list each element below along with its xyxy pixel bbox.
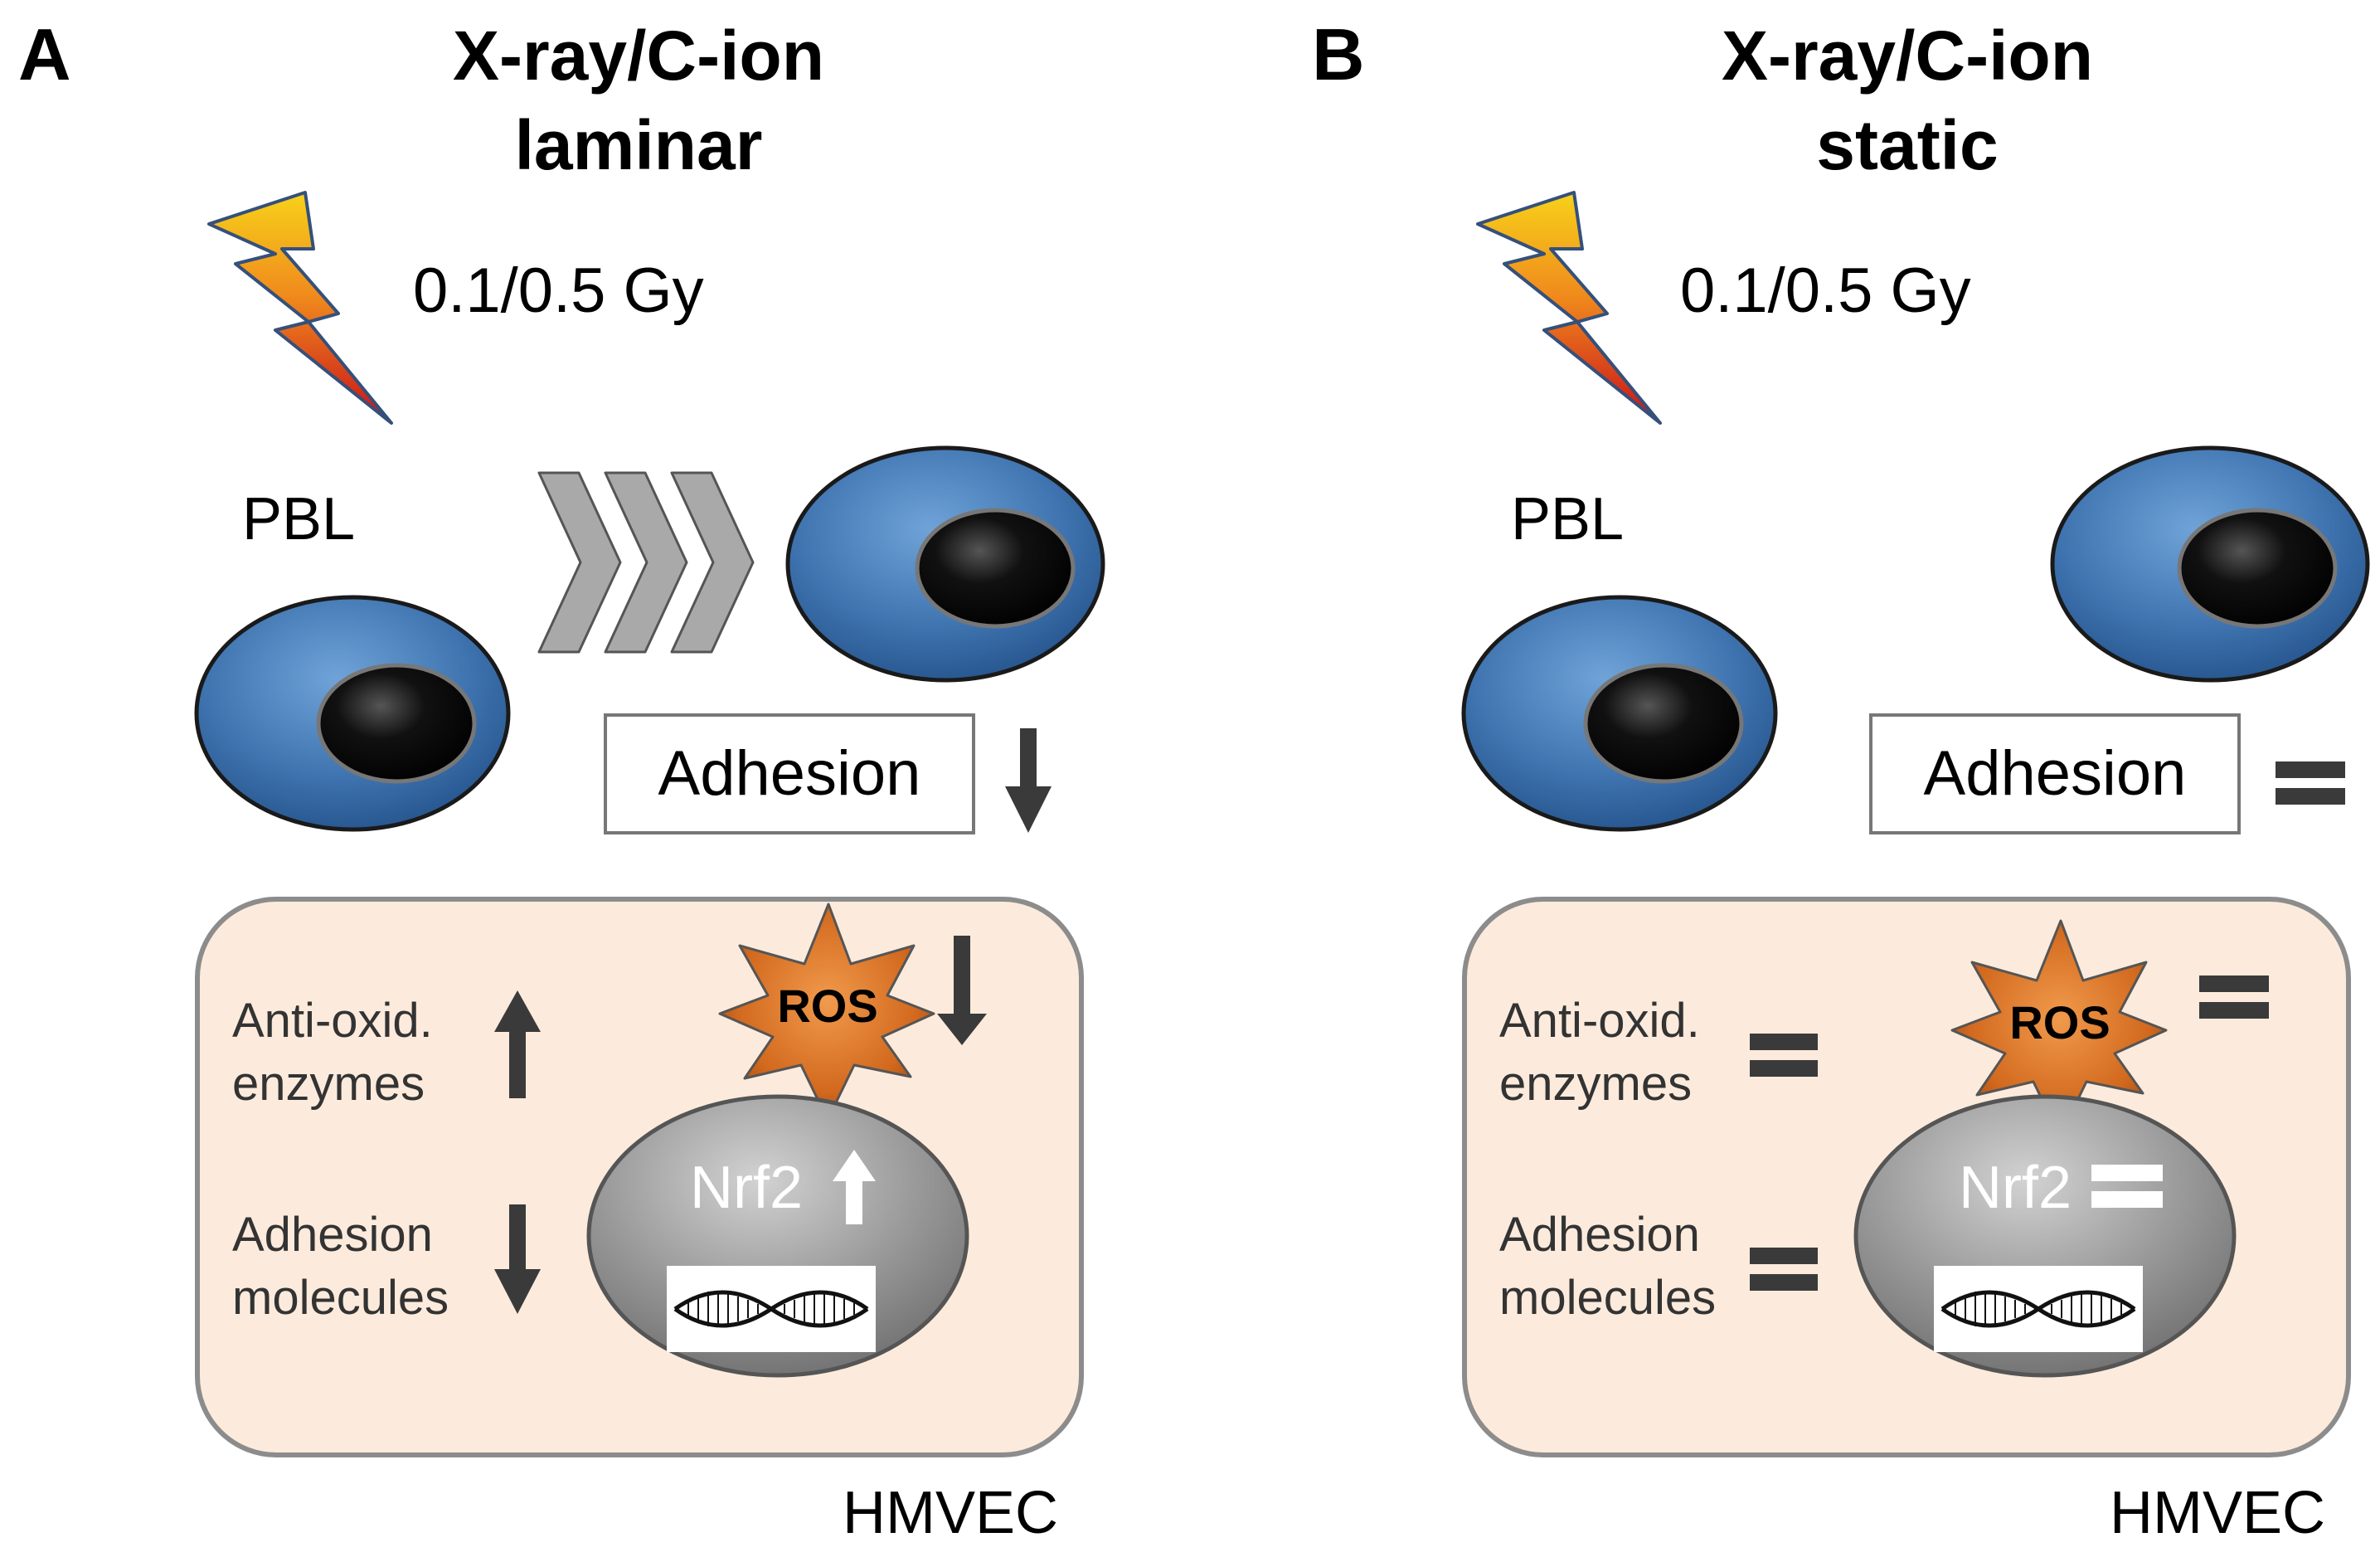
antioxid-up-arrow-icon	[494, 990, 541, 1098]
adhesion-equal-icon	[2276, 761, 2345, 805]
pbl-cell-adhering	[785, 445, 1105, 683]
nrf2-up-arrow-icon	[833, 1150, 876, 1224]
nrf2-label: Nrf2	[1959, 1155, 2072, 1221]
nrf2-label: Nrf2	[690, 1155, 803, 1221]
ros-equal-icon	[2199, 975, 2269, 1019]
vessel-label: HMVEC	[2110, 1480, 2325, 1546]
adhesion-box	[604, 713, 975, 834]
panel-title-line2: static	[1816, 106, 1998, 184]
antioxid-label-line1: Anti-oxid.	[232, 994, 433, 1048]
antioxid-equal-icon	[1750, 1034, 1818, 1077]
adhmol-label-line1: Adhesion	[232, 1208, 433, 1262]
antioxid-label-line1: Anti-oxid.	[1499, 994, 1700, 1048]
cell-label: PBL	[1511, 486, 1624, 552]
hmvec-nucleus: Nrf2	[586, 1094, 969, 1378]
ros-down-arrow-icon	[937, 936, 987, 1045]
pbl-cell	[1461, 595, 1778, 832]
adhmol-label-line2: molecules	[1499, 1271, 1716, 1325]
ros-label: ROS	[777, 980, 877, 1032]
adhmol-label-line2: molecules	[232, 1271, 449, 1325]
adhesion-down-arrow-icon	[1005, 728, 1052, 833]
adhesion-label: Adhesion	[658, 738, 921, 809]
panel-letter: B	[1312, 13, 1365, 95]
antioxid-label-line2: enzymes	[1499, 1057, 1692, 1111]
ros-star: ROS	[1950, 919, 2168, 1138]
adhmol-equal-icon	[1750, 1248, 1818, 1291]
adhmol-label-line1: Adhesion	[1499, 1208, 1700, 1262]
nrf2-equal-icon	[2091, 1165, 2163, 1208]
dose-label: 0.1/0.5 Gy	[1680, 255, 1971, 326]
adhesion-label: Adhesion	[1924, 738, 2187, 809]
vessel-label: HMVEC	[843, 1480, 1058, 1546]
flow-chevrons	[537, 471, 755, 654]
dna-icon	[667, 1266, 876, 1352]
chevron-right-icon	[537, 471, 622, 654]
dose-label: 0.1/0.5 Gy	[413, 255, 704, 326]
dna-icon	[1934, 1266, 2143, 1352]
adhesion-box	[1869, 713, 2241, 834]
adhmol-down-arrow-icon	[494, 1204, 541, 1314]
pbl-cell	[194, 595, 511, 832]
antioxid-label-line2: enzymes	[232, 1057, 425, 1111]
panel-title-line1: X-ray/C-ion	[1722, 17, 2093, 95]
panel-title-line2: laminar	[515, 106, 763, 184]
hmvec-nucleus: Nrf2	[1853, 1094, 2237, 1378]
ros-star: ROS	[718, 902, 935, 1121]
lightning-bolt-icon	[207, 191, 393, 425]
chevron-right-icon	[670, 471, 755, 654]
chevron-right-icon	[604, 471, 688, 654]
lightning-bolt-icon	[1476, 191, 1662, 425]
panel-title-line1: X-ray/C-ion	[453, 17, 824, 95]
cell-label: PBL	[242, 486, 355, 552]
panel-b: B X-ray/C-ion static 0.1/0.5 Gy PBL Adhe…	[1312, 13, 2370, 1546]
panel-letter: A	[18, 13, 71, 95]
panel-a: A X-ray/C-ion laminar 0.1/0.5 Gy PBL Adh…	[18, 13, 1105, 1546]
pbl-cell-flowing	[2050, 445, 2370, 683]
ros-label: ROS	[2009, 996, 2110, 1048]
